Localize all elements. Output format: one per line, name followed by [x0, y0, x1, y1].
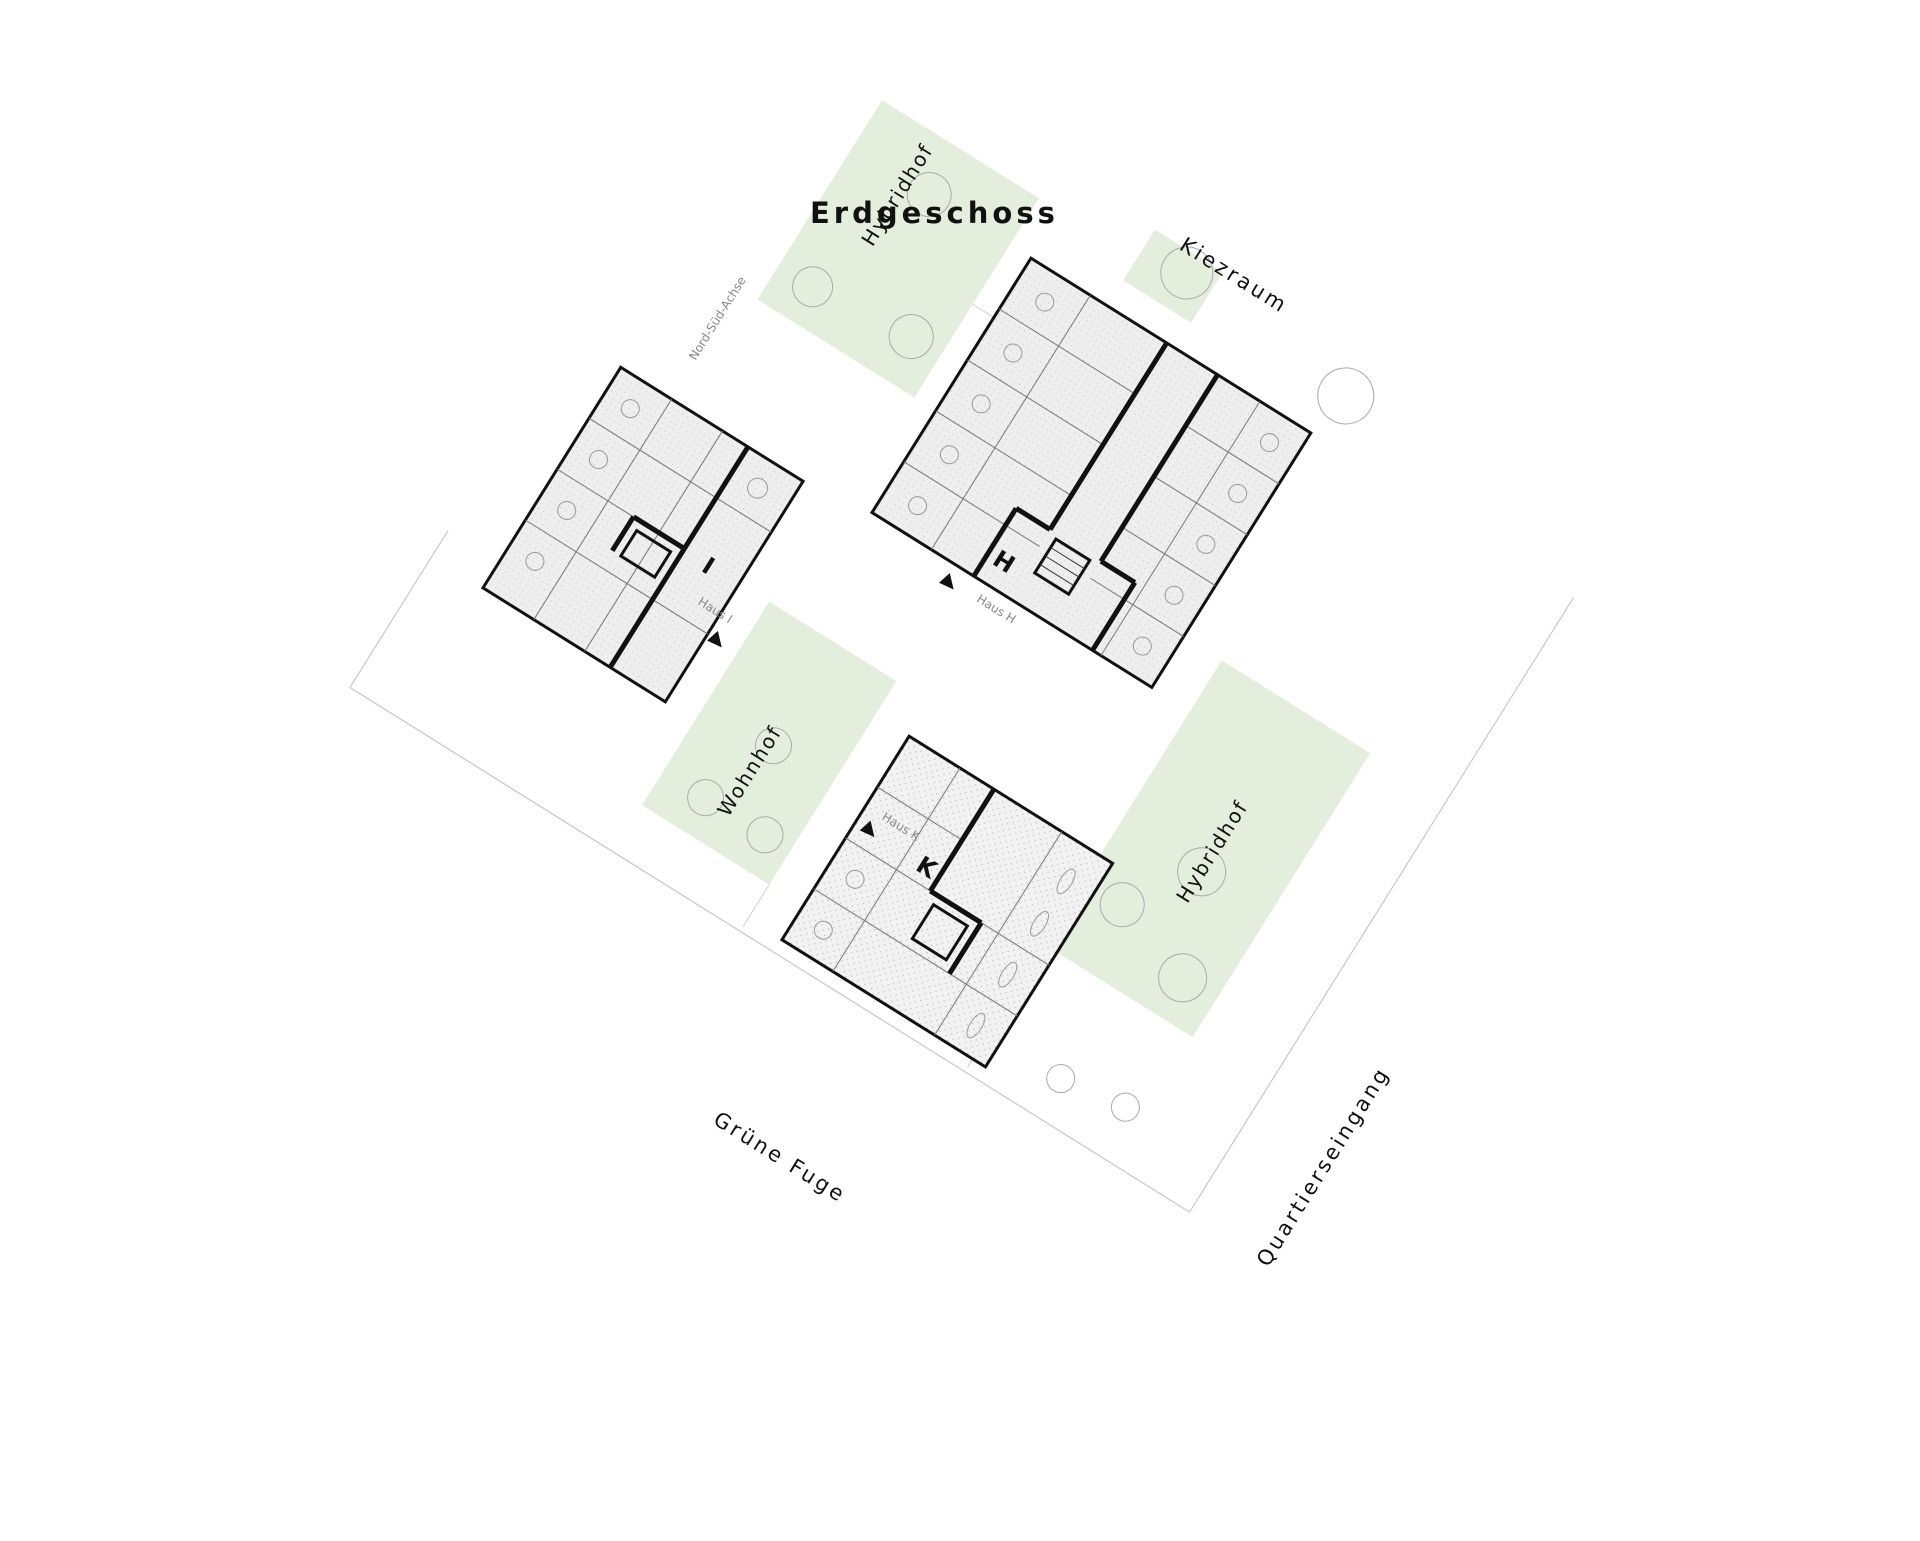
- plan-title: Erdgeschoss: [810, 196, 1059, 230]
- building-h: H Haus H: [869, 256, 1313, 690]
- house-h-entrance-arrow: [938, 572, 954, 590]
- trees: [687, 172, 1375, 1122]
- building-k: K Haus K: [779, 734, 1115, 1069]
- hybridhof-west-green: [757, 100, 1039, 398]
- site-boundary: [349, 530, 1575, 1213]
- quartierseingang-label: Quartierseingang: [1252, 1062, 1395, 1270]
- nord-sued-achse-label: Nord-Süd-Achse: [686, 274, 749, 363]
- gruene-fuge-label: Grüne Fuge: [709, 1107, 850, 1208]
- wohnhof-green: [642, 601, 897, 885]
- house-i-entrance-arrow: [707, 630, 722, 648]
- house-k-entrance-arrow: [859, 820, 875, 838]
- building-i: I Haus I: [480, 365, 806, 704]
- kiezraum-green: [1123, 229, 1223, 323]
